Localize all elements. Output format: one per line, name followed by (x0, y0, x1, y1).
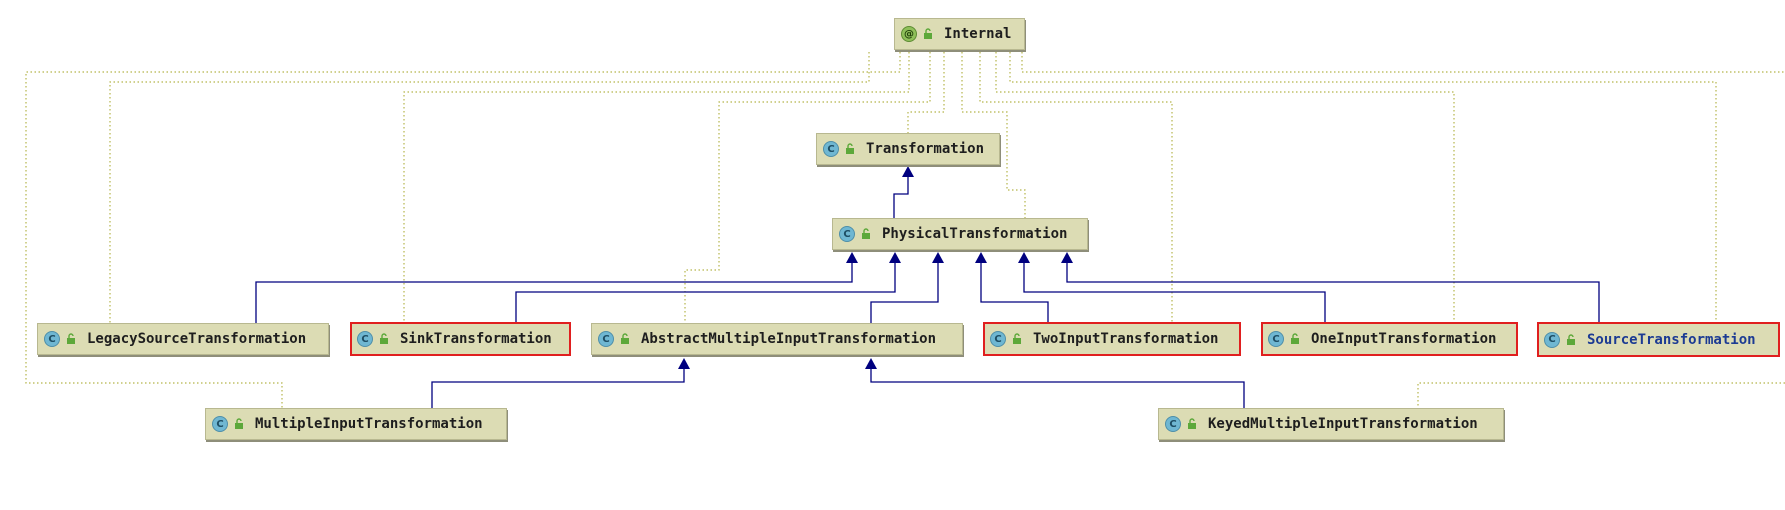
class-name: SinkTransformation (400, 331, 552, 347)
lock-icon (924, 28, 932, 39)
annotation-edge-physical (961, 52, 1026, 218)
extends-edge-abstract-multi (870, 262, 939, 323)
class-icon: C (598, 331, 614, 347)
class-icon: C (839, 226, 855, 242)
annotation-edge-legacy-source (109, 52, 870, 323)
class-icon: C (1544, 331, 1560, 348)
extends-arrowhead-one-input (1018, 252, 1030, 263)
annotation-edge-sink (403, 52, 910, 322)
lock-icon (1188, 418, 1196, 429)
class-icon: C (44, 331, 60, 347)
extends-edge-source (1066, 262, 1600, 322)
node-multiple-input-transformation[interactable]: C MultipleInputTransformation (205, 408, 507, 440)
extends-edge-legacy-source (255, 262, 853, 323)
extends-arrowhead-legacy-source (846, 252, 858, 263)
lock-icon (1013, 333, 1021, 344)
extends-edge-physical (893, 176, 909, 218)
annotation-edge-transformation (907, 52, 945, 133)
lock-icon (621, 333, 629, 344)
class-icon: C (990, 331, 1006, 347)
class-name: SourceTransformation (1587, 331, 1756, 348)
class-name: MultipleInputTransformation (255, 416, 483, 432)
extends-edge-keyed-multi (870, 368, 1245, 408)
class-name: Internal (944, 26, 1012, 42)
annotation-edge-multi-input (25, 52, 901, 408)
class-name: AbstractMultipleInputTransformation (641, 331, 937, 347)
lock-icon (235, 418, 243, 429)
inheritance-edges (255, 176, 1600, 408)
annotation-edge-one-input (995, 52, 1455, 322)
class-icon: C (212, 416, 228, 432)
lock-icon (380, 333, 388, 344)
lock-icon (846, 143, 854, 154)
annotation-edge-source (1009, 52, 1717, 322)
node-two-input-transformation[interactable]: C TwoInputTransformation (983, 322, 1241, 356)
node-transformation[interactable]: C Transformation (816, 133, 1000, 165)
annotation-edges (25, 52, 1785, 408)
arrowheads (678, 166, 1073, 369)
class-icon: C (1268, 331, 1284, 347)
extends-arrowhead-two-input (975, 252, 987, 263)
class-name: KeyedMultipleInputTransformation (1208, 416, 1478, 432)
node-one-input-transformation[interactable]: C OneInputTransformation (1261, 322, 1518, 356)
extends-arrowhead-multi-input (678, 358, 690, 369)
extends-edge-two-input (980, 262, 1049, 322)
annotation-edge-keyed-multi-2 (1417, 382, 1785, 408)
lock-icon (862, 228, 870, 239)
class-name: Transformation (866, 141, 985, 157)
node-physical-transformation[interactable]: C PhysicalTransformation (832, 218, 1088, 250)
lock-icon (1291, 333, 1299, 344)
node-source-transformation[interactable]: C SourceTransformation (1537, 322, 1780, 357)
annotation-edge-abstract-multi (684, 52, 931, 323)
extends-arrowhead-sink (889, 252, 901, 263)
extends-arrowhead-physical (902, 166, 914, 177)
node-sink-transformation[interactable]: C SinkTransformation (350, 322, 571, 356)
annotation-edge-keyed-multi (1021, 52, 1785, 73)
class-icon: C (357, 331, 373, 347)
extends-arrowhead-abstract-multi (932, 252, 944, 263)
class-name: OneInputTransformation (1311, 331, 1497, 347)
extends-arrowhead-source (1061, 252, 1073, 263)
node-internal[interactable]: @ Internal (894, 18, 1025, 50)
lock-icon (1567, 333, 1575, 345)
annotation-icon: @ (901, 26, 917, 42)
extends-edge-one-input (1023, 262, 1326, 322)
class-name: TwoInputTransformation (1033, 331, 1219, 347)
extends-arrowhead-keyed-multi (865, 358, 877, 369)
class-icon: C (1165, 416, 1181, 432)
annotation-edge-two-input (979, 52, 1173, 322)
class-name: LegacySourceTransformation (87, 331, 307, 347)
node-keyed-multiple-input-transformation[interactable]: C KeyedMultipleInputTransformation (1158, 408, 1504, 440)
node-legacy-source-transformation[interactable]: C LegacySourceTransformation (37, 323, 329, 355)
class-name: PhysicalTransformation (882, 226, 1068, 242)
lock-icon (67, 333, 75, 344)
extends-edge-multi-input (431, 368, 685, 408)
node-abstract-multiple-input-transformation[interactable]: C AbstractMultipleInputTransformation (591, 323, 963, 355)
extends-edge-sink (515, 262, 896, 322)
class-icon: C (823, 141, 839, 157)
